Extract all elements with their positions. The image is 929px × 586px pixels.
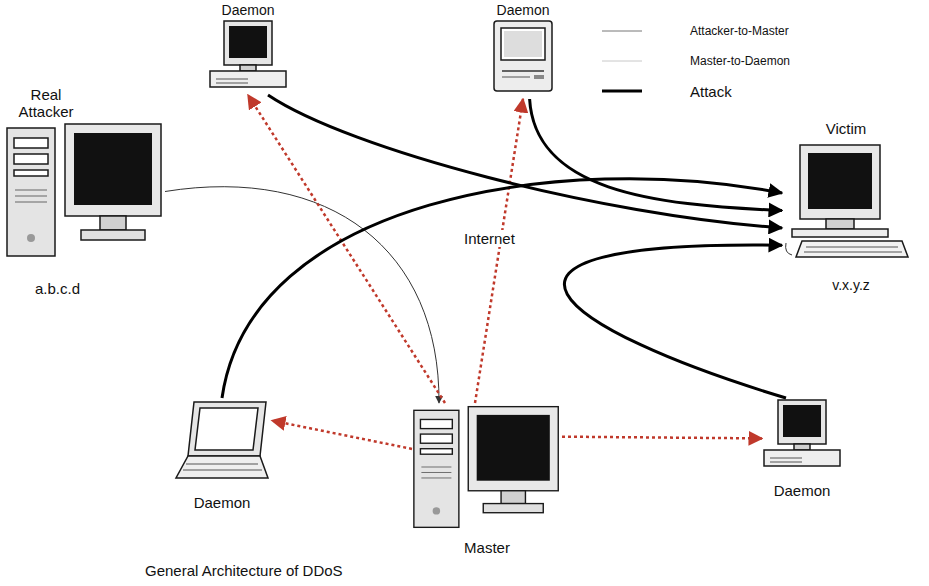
node-label: Daemon: [194, 494, 251, 511]
caption: General Architecture of DDoS: [145, 562, 343, 579]
command-arrow: [248, 95, 445, 403]
cloud-label: Internet: [461, 230, 518, 247]
command-arrow: [475, 99, 523, 403]
computer-icon: [782, 143, 910, 265]
internet-cloud: Internet: [315, 52, 715, 292]
legend-row: Master-to-Daemon: [600, 46, 790, 76]
attack-arrow: [564, 245, 786, 398]
legend-row: Attack: [600, 76, 790, 106]
daemon-computer: Daemon: [490, 2, 556, 99]
computer-icon: [172, 398, 272, 488]
node-label: Daemon: [497, 2, 550, 19]
node-label: Daemon: [774, 482, 831, 499]
attack-arrow: [530, 99, 782, 210]
node-label: Daemon: [222, 2, 275, 19]
computer-icon: [412, 403, 562, 535]
command-arrow: [562, 437, 762, 439]
node-label: Victim: [826, 120, 867, 137]
legend: Attacker-to-MasterMaster-to-DaemonAttack: [600, 16, 790, 106]
victim-computer: Victim v.x.y.z: [782, 120, 910, 294]
node-label: Real Attacker: [11, 86, 81, 120]
command-arrow: [272, 421, 412, 449]
control-line: [165, 187, 439, 403]
legend-sample: [600, 86, 644, 96]
legend-text: Attack: [690, 83, 732, 100]
attack-arrow: [222, 179, 782, 398]
computer-icon: [5, 120, 165, 264]
legend-text: Master-to-Daemon: [690, 53, 790, 70]
computer-icon: [762, 398, 842, 474]
daemon-computer: Daemon: [762, 398, 842, 499]
master-computer: Master: [412, 403, 562, 556]
node-label: Master: [464, 539, 510, 556]
legend-sample: [600, 26, 644, 36]
address-label: v.x.y.z: [832, 277, 870, 294]
computer-icon: [208, 19, 288, 95]
attacker-computer: Real Attacker a.b.c.d: [5, 86, 165, 297]
legend-sample: [600, 56, 644, 66]
attack-arrow: [268, 95, 782, 228]
computer-icon: [490, 19, 556, 99]
address-label: a.b.c.d: [35, 280, 80, 297]
cloud-outline: [315, 52, 715, 292]
legend-row: Attacker-to-Master: [600, 16, 790, 46]
daemon-computer: Daemon: [172, 398, 272, 511]
daemon-computer: Daemon: [208, 2, 288, 95]
legend-text: Attacker-to-Master: [690, 23, 789, 40]
